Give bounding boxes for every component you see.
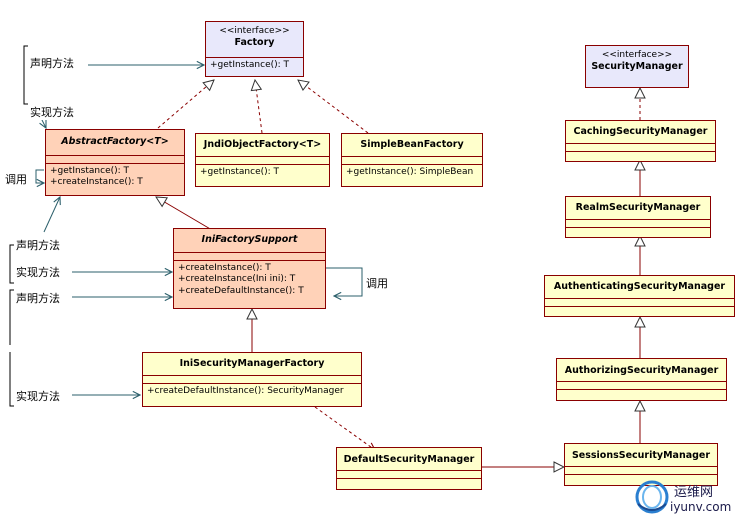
authenticating-security-manager-attributes xyxy=(545,298,734,306)
caching-security-manager-class: CachingSecurityManager xyxy=(565,120,716,162)
ini-factory-support-methods: +createInstance(): T +createInstance(Ini… xyxy=(174,260,325,299)
ini-factory-support-attributes xyxy=(174,252,325,260)
note-declare-method-2: 声明方法 xyxy=(16,237,60,253)
self-call-inifactorysupport xyxy=(326,267,363,296)
factory-interface: <<interface>> Factory +getInstance(): T xyxy=(205,21,304,77)
security-manager-name: SecurityManager xyxy=(591,60,683,72)
security-manager-stereotype: <<interface>> xyxy=(601,50,673,60)
watermark-logo-icon xyxy=(635,480,669,514)
authenticating-security-manager-class: AuthenticatingSecurityManager xyxy=(544,275,735,317)
sessions-security-manager-methods xyxy=(565,474,717,482)
note-bracket-bottom2 xyxy=(9,352,14,407)
realm-security-manager-attributes xyxy=(566,219,710,227)
sessions-security-manager-name: SessionsSecurityManager xyxy=(571,450,711,461)
jndi-object-factory-class: JndiObjectFactory<T> +getInstance(): T xyxy=(195,133,330,187)
note-implement-method-2: 实现方法 xyxy=(16,264,60,280)
note-implement-method-1: 实现方法 xyxy=(30,104,74,120)
default-security-manager-methods xyxy=(337,478,481,486)
caching-security-manager-name: CachingSecurityManager xyxy=(573,126,708,137)
abstract-factory-name: AbstractFactory<T> xyxy=(61,136,169,147)
authorizing-security-manager-name: AuthorizingSecurityManager xyxy=(564,365,719,376)
ini-security-manager-factory-attributes xyxy=(143,375,361,383)
abstract-factory-method-0: +getInstance(): T xyxy=(50,166,130,176)
abstract-factory-methods: +getInstance(): T +createInstance(): T xyxy=(46,163,184,191)
ini-security-manager-factory-class: IniSecurityManagerFactory +createDefault… xyxy=(142,352,362,407)
simple-bean-factory-method-0: +getInstance(): SimpleBean xyxy=(342,164,482,180)
abstract-factory-attributes xyxy=(46,155,184,163)
note-declare-method-1: 声明方法 xyxy=(30,55,74,71)
ini-security-manager-factory-name: IniSecurityManagerFactory xyxy=(179,358,325,369)
note-bracket-top xyxy=(23,45,28,105)
simple-bean-factory-attributes xyxy=(342,156,482,164)
authorizing-security-manager-methods xyxy=(557,389,726,397)
simple-bean-factory-name: SimpleBeanFactory xyxy=(360,139,464,150)
note-implement-method-3: 实现方法 xyxy=(16,388,60,404)
default-security-manager-class: DefaultSecurityManager xyxy=(336,447,482,490)
ini-factory-support-method-1: +createInstance(Ini ini): T xyxy=(178,274,296,285)
jndi-object-factory-name: JndiObjectFactory<T> xyxy=(203,139,322,150)
factory-method-0: +getInstance(): T xyxy=(206,57,303,73)
ini-factory-support-class: IniFactorySupport +createInstance(): T +… xyxy=(173,228,326,309)
sessions-security-manager-class: SessionsSecurityManager xyxy=(564,443,718,486)
label-call-1: 调用 xyxy=(5,173,27,186)
label-call-2: 调用 xyxy=(366,277,388,290)
abstract-factory-class: AbstractFactory<T> +getInstance(): T +cr… xyxy=(45,129,185,196)
realm-security-manager-methods xyxy=(566,227,710,235)
default-security-manager-attributes xyxy=(337,470,481,478)
ini-factory-support-name: IniFactorySupport xyxy=(201,234,298,245)
factory-stereotype: <<interface>> xyxy=(219,26,290,36)
realization-jndi-factory xyxy=(255,80,263,134)
note-declare-method-3: 声明方法 xyxy=(16,290,60,306)
authenticating-security-manager-methods xyxy=(545,306,734,314)
self-call-abstractfactory xyxy=(35,169,44,183)
jndi-object-factory-method-0: +getInstance(): T xyxy=(196,164,329,180)
watermark-url: iyunv.com xyxy=(670,500,732,514)
watermark-cn: 运维网 xyxy=(674,485,714,500)
realm-security-manager-name: RealmSecurityManager xyxy=(575,202,701,213)
realm-security-manager-class: RealmSecurityManager xyxy=(565,196,711,238)
simple-bean-factory-class: SimpleBeanFactory +getInstance(): Simple… xyxy=(341,133,483,187)
authorizing-security-manager-class: AuthorizingSecurityManager xyxy=(556,358,727,401)
security-manager-interface: <<interface>> SecurityManager xyxy=(585,45,689,88)
authenticating-security-manager-name: AuthenticatingSecurityManager xyxy=(553,281,726,292)
note-arrow-declare-abstract xyxy=(43,197,60,233)
note-bracket-bottom xyxy=(9,289,14,345)
authorizing-security-manager-attributes xyxy=(557,381,726,389)
abstract-factory-method-1: +createInstance(): T xyxy=(50,177,143,188)
dependency-inismf-defaultsecuritymanager xyxy=(314,406,375,450)
realization-simplebean-factory xyxy=(298,80,369,134)
default-security-manager-name: DefaultSecurityManager xyxy=(343,454,475,465)
caching-security-manager-attributes xyxy=(566,143,715,151)
factory-name: Factory xyxy=(234,36,275,48)
ini-factory-support-method-0: +createInstance(): T xyxy=(178,263,271,273)
jndi-object-factory-attributes xyxy=(196,156,329,164)
sessions-security-manager-attributes xyxy=(565,466,717,474)
ini-factory-support-method-2: +createDefaultInstance(): T xyxy=(178,285,304,296)
caching-security-manager-methods xyxy=(566,151,715,159)
realization-abstractfactory-factory xyxy=(157,80,214,129)
ini-security-manager-factory-method-0: +createDefaultInstance(): SecurityManage… xyxy=(143,383,361,399)
note-bracket-mid xyxy=(9,244,14,284)
generalization-inifactorysupport-abstractfactory xyxy=(156,197,213,231)
